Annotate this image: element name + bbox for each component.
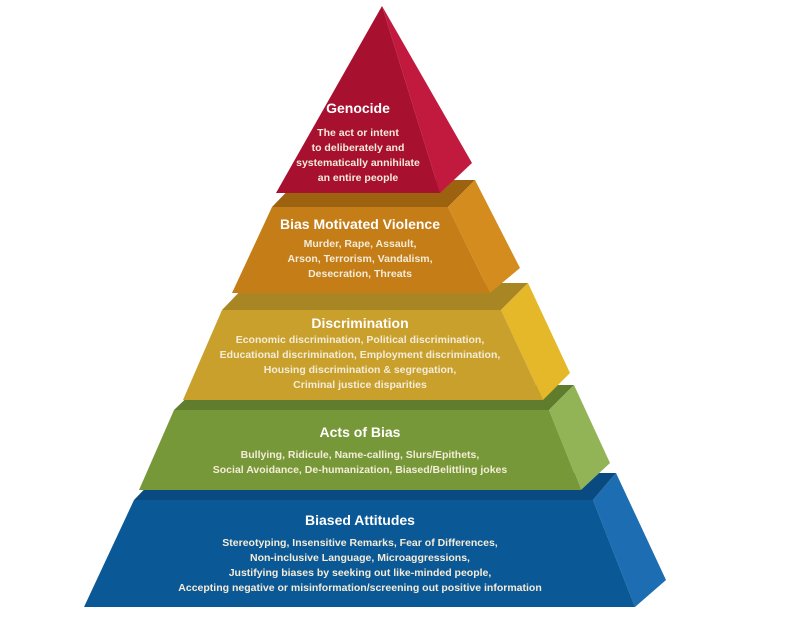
- tier-description-line: Murder, Rape, Assault,: [303, 238, 417, 250]
- tier-bias-motivated-violence: Bias Motivated Violence Murder, Rape, As…: [210, 216, 510, 282]
- tier-title: Discrimination: [311, 315, 409, 331]
- tier-description-line: Justifying biases by seeking out like-mi…: [228, 567, 492, 579]
- tier-right-face: [593, 473, 666, 607]
- tier-front-face: [84, 500, 635, 607]
- tier-description-line: Social Avoidance, De-humanization, Biase…: [212, 464, 508, 476]
- tier-description-line: The act or intent: [317, 127, 399, 139]
- tier-description-line: Economic discrimination, Political discr…: [235, 334, 485, 346]
- tier-front-face: [276, 6, 440, 193]
- tier-genocide-shape: [276, 6, 472, 193]
- tier-title: Genocide: [326, 100, 390, 116]
- tier-description-line: Non-inclusive Language, Microaggressions…: [250, 552, 470, 564]
- tier-discrimination-shape: [183, 283, 570, 400]
- tier-discrimination: Discrimination Economic discrimination, …: [160, 315, 560, 393]
- tier-description-line: Accepting negative or misinformation/scr…: [178, 582, 542, 594]
- tier-biased-attitudes: Biased Attitudes Stereotyping, Insensiti…: [110, 512, 610, 596]
- tier-front-face: [139, 410, 581, 490]
- tier-title: Bias Motivated Violence: [279, 216, 440, 232]
- tier-right-face: [448, 180, 520, 293]
- tier-description-line: Stereotyping, Insensitive Remarks, Fear …: [222, 537, 498, 549]
- tier-title: Acts of Bias: [319, 424, 401, 440]
- tier-right-face: [382, 6, 472, 193]
- tier-front-face: [183, 310, 543, 400]
- tier-description-line: systematically annihilate: [296, 157, 420, 169]
- tier-description-line: an entire people: [317, 172, 399, 184]
- tier-description-line: Housing discrimination & segregation,: [263, 364, 457, 376]
- tier-description-line: Criminal justice disparities: [293, 379, 427, 391]
- tier-description-line: Educational discrimination, Employment d…: [219, 349, 501, 361]
- tier-genocide: Genocide The act or intent to deliberate…: [283, 100, 433, 186]
- tier-description-line: Arson, Terrorism, Vandalism,: [287, 253, 433, 265]
- tier-right-face: [501, 283, 570, 400]
- tier-description-line: Bullying, Ridicule, Name-calling, Slurs/…: [240, 449, 480, 461]
- tier-description-line: Desecration, Threats: [308, 268, 412, 280]
- tier-right-face: [549, 385, 610, 490]
- tier-front-face: [232, 207, 490, 293]
- tier-title: Biased Attitudes: [305, 512, 415, 528]
- tier-description-line: to deliberately and: [311, 142, 405, 154]
- tier-acts-of-bias: Acts of Bias Bullying, Ridicule, Name-ca…: [160, 424, 560, 478]
